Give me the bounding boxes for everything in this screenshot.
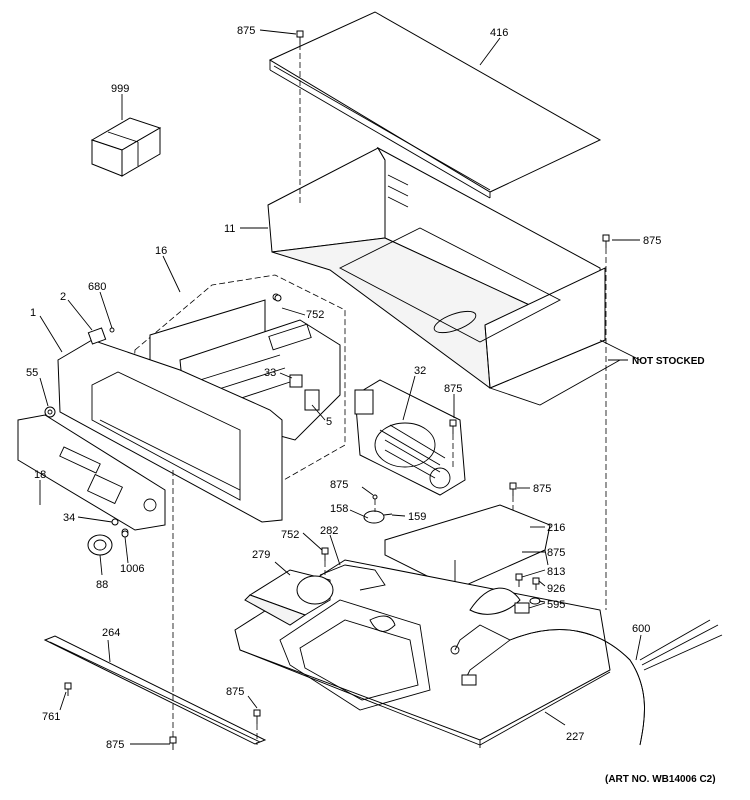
callout-999: 999	[111, 83, 129, 95]
screw-761-icon	[64, 682, 72, 696]
duct-216	[384, 504, 551, 591]
washer-926-icon	[529, 597, 541, 605]
callout-752-top: 752	[306, 309, 324, 321]
callout-159: 159	[408, 511, 426, 523]
control-panel-18	[17, 414, 166, 536]
callout-264: 264	[102, 627, 120, 639]
screw-34-icon	[111, 518, 119, 526]
callout-2: 2	[60, 291, 66, 303]
screws	[64, 30, 610, 750]
callout-34: 34	[63, 512, 75, 524]
callout-875-top: 875	[237, 25, 255, 37]
callout-158: 158	[330, 503, 348, 515]
callout-32: 32	[414, 365, 426, 377]
leader-lines	[39, 29, 642, 745]
screw-875-lower-icon	[253, 709, 261, 724]
callout-600: 600	[632, 623, 650, 635]
callout-1: 1	[30, 307, 36, 319]
top-panel-416	[268, 11, 602, 199]
gasket-282	[319, 564, 386, 591]
callout-875-lower: 875	[226, 686, 244, 698]
callout-33: 33	[264, 367, 276, 379]
callout-875-fan: 875	[444, 383, 462, 395]
outer-case-11	[267, 146, 641, 406]
screw-875-bottom-icon	[169, 736, 177, 750]
callout-926: 926	[547, 583, 565, 595]
screw-752-bottom-icon	[321, 547, 329, 561]
vent-279	[244, 569, 334, 626]
screw-875-top-icon	[296, 30, 304, 44]
callout-labels: 875 416 999 11 875 16 752 680 2 1 55 33 …	[26, 25, 716, 785]
screw-875-harness-icon	[515, 573, 523, 587]
callout-18: 18	[34, 469, 46, 481]
art-number: (ART NO. WB14006 C2)	[605, 774, 716, 785]
screw-813-icon	[532, 577, 540, 590]
callout-279: 279	[252, 549, 270, 561]
callout-216: 216	[547, 522, 565, 534]
callout-416: 416	[490, 27, 508, 39]
callout-55: 55	[26, 367, 38, 379]
convection-fan-32	[354, 379, 466, 496]
assembly-lines	[172, 44, 607, 745]
callout-875-duct: 875	[533, 483, 551, 495]
callout-875-right: 875	[643, 235, 661, 247]
callout-227: 227	[566, 731, 584, 743]
clip-1006-icon	[121, 530, 129, 538]
front-frame-1	[44, 327, 283, 523]
callout-875-harness: 875	[547, 547, 565, 559]
screw-875-fan-icon	[449, 419, 457, 434]
callout-680: 680	[88, 281, 106, 293]
callout-282: 282	[320, 525, 338, 537]
callout-875-mid: 875	[330, 479, 348, 491]
thermostat-158	[363, 510, 393, 524]
callout-16: 16	[155, 245, 167, 257]
callout-1006: 1006	[120, 563, 144, 575]
wire-harness-600	[450, 619, 723, 746]
callout-595: 595	[547, 599, 565, 611]
trim-strip-264	[43, 635, 267, 745]
box-999	[90, 117, 162, 177]
callout-813: 813	[547, 566, 565, 578]
callout-88: 88	[96, 579, 108, 591]
callout-5: 5	[326, 416, 332, 428]
screw-875-mid-icon	[372, 494, 378, 500]
callout-752-bottom: 752	[281, 529, 299, 541]
not-stocked-note: NOT STOCKED	[632, 356, 705, 367]
screw-875-duct-icon	[509, 482, 517, 496]
callout-11: 11	[224, 223, 235, 235]
callout-761: 761	[42, 711, 60, 723]
knob-88	[87, 534, 113, 556]
callout-875-bottom: 875	[106, 739, 124, 751]
screw-875-right-icon	[602, 234, 610, 248]
screw-752-top-icon	[274, 294, 282, 302]
